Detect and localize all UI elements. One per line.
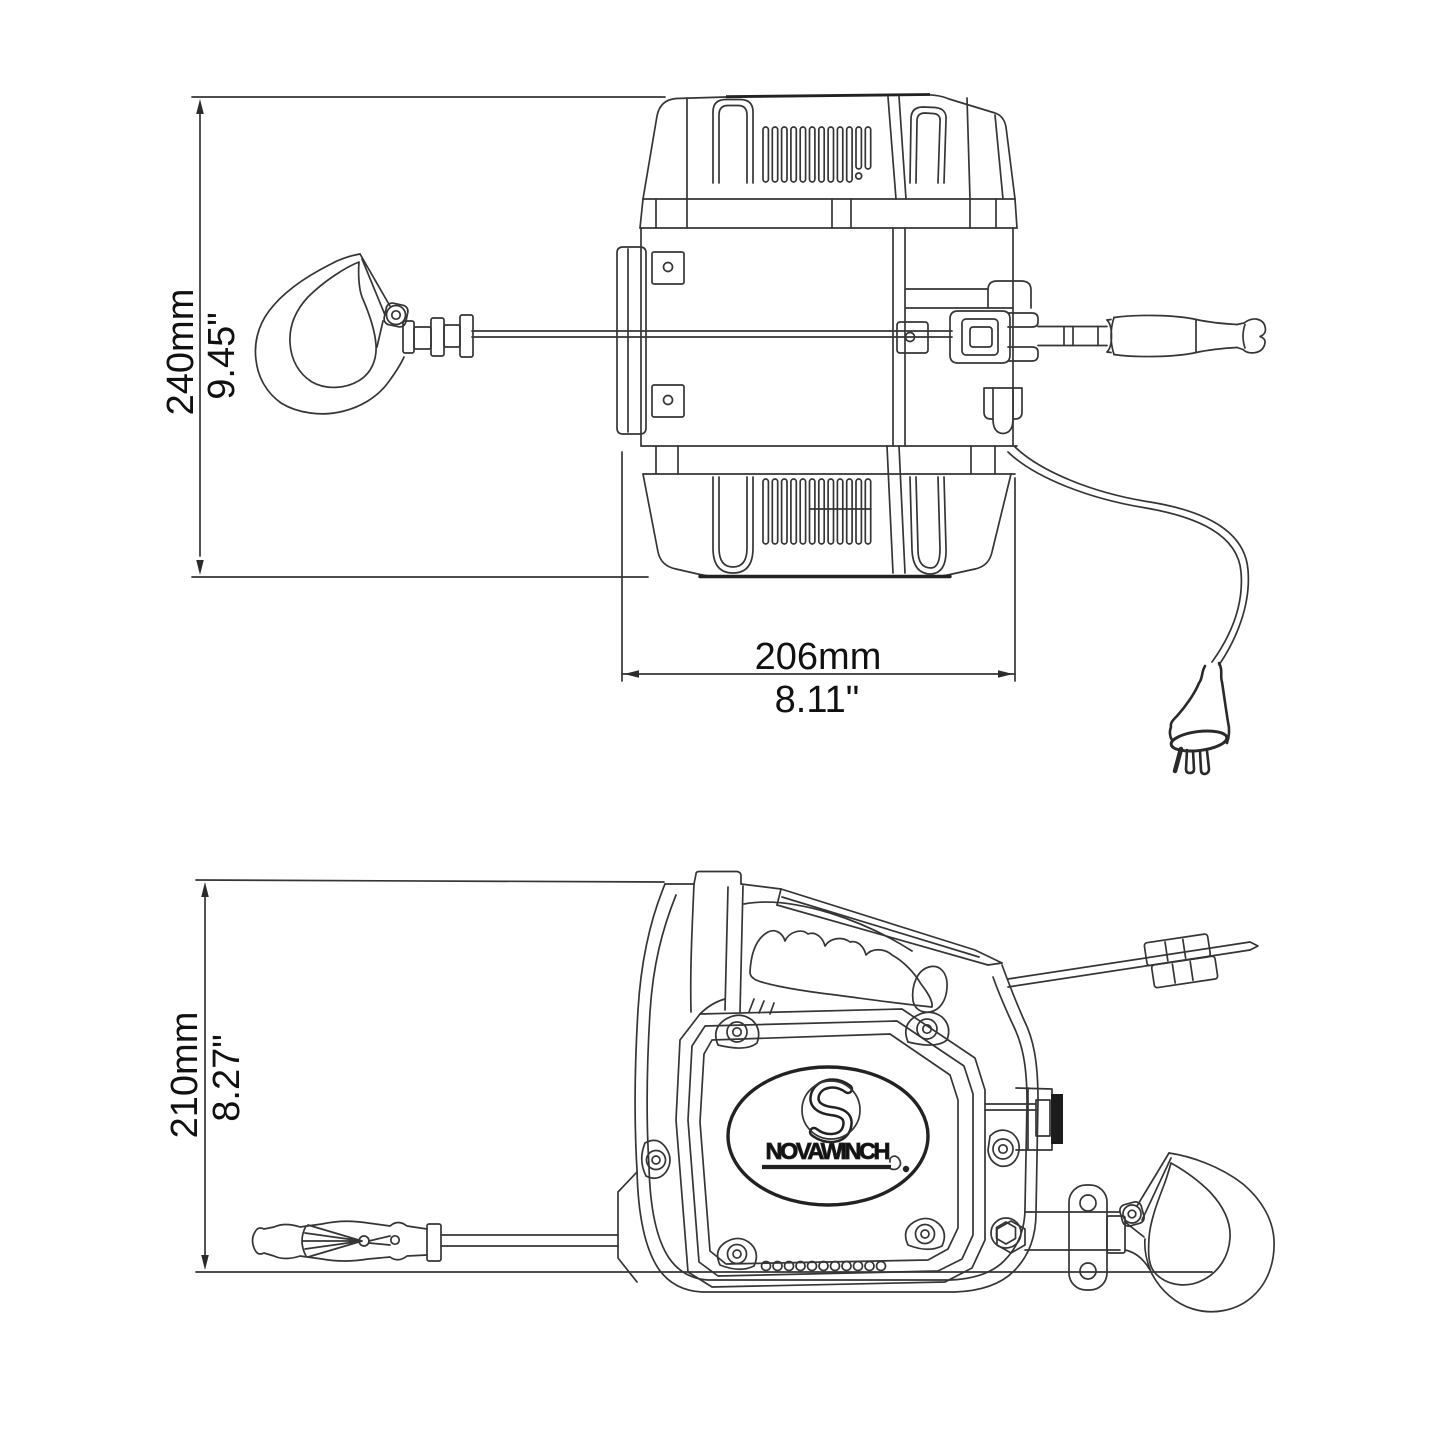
svg-text:240mm: 240mm — [160, 289, 202, 416]
svg-text:9.45": 9.45" — [201, 312, 243, 399]
svg-text:206mm: 206mm — [755, 636, 882, 678]
svg-text:210mm: 210mm — [164, 1012, 206, 1139]
svg-text:8.27": 8.27" — [206, 1034, 248, 1121]
svg-text:NOVAWINCH: NOVAWINCH — [766, 1138, 891, 1164]
svg-text:8.11": 8.11" — [775, 679, 860, 721]
